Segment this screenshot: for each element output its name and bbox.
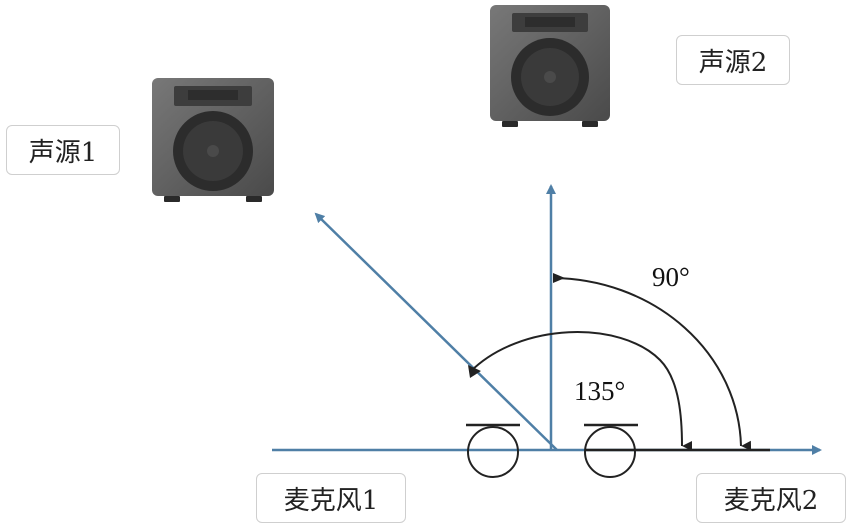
speaker-icon bbox=[490, 5, 610, 127]
arc-135 bbox=[469, 331, 693, 451]
arc-90-start-marker bbox=[553, 273, 565, 283]
mic1-label: 麦克风1 bbox=[256, 473, 406, 523]
angle-135-label: 135° bbox=[574, 376, 626, 406]
arc-135-start-marker bbox=[468, 365, 481, 378]
direction-135-line bbox=[314, 212, 558, 451]
arc-90 bbox=[552, 277, 752, 451]
source1-label: 声源1 bbox=[6, 125, 120, 175]
source2-label: 声源2 bbox=[676, 35, 790, 85]
speaker-icon bbox=[152, 78, 274, 202]
microphone-icon bbox=[466, 423, 520, 478]
angle-90-label: 90° bbox=[652, 262, 690, 292]
microphone-icon bbox=[584, 423, 638, 478]
mic2-label: 麦克风2 bbox=[696, 473, 846, 523]
